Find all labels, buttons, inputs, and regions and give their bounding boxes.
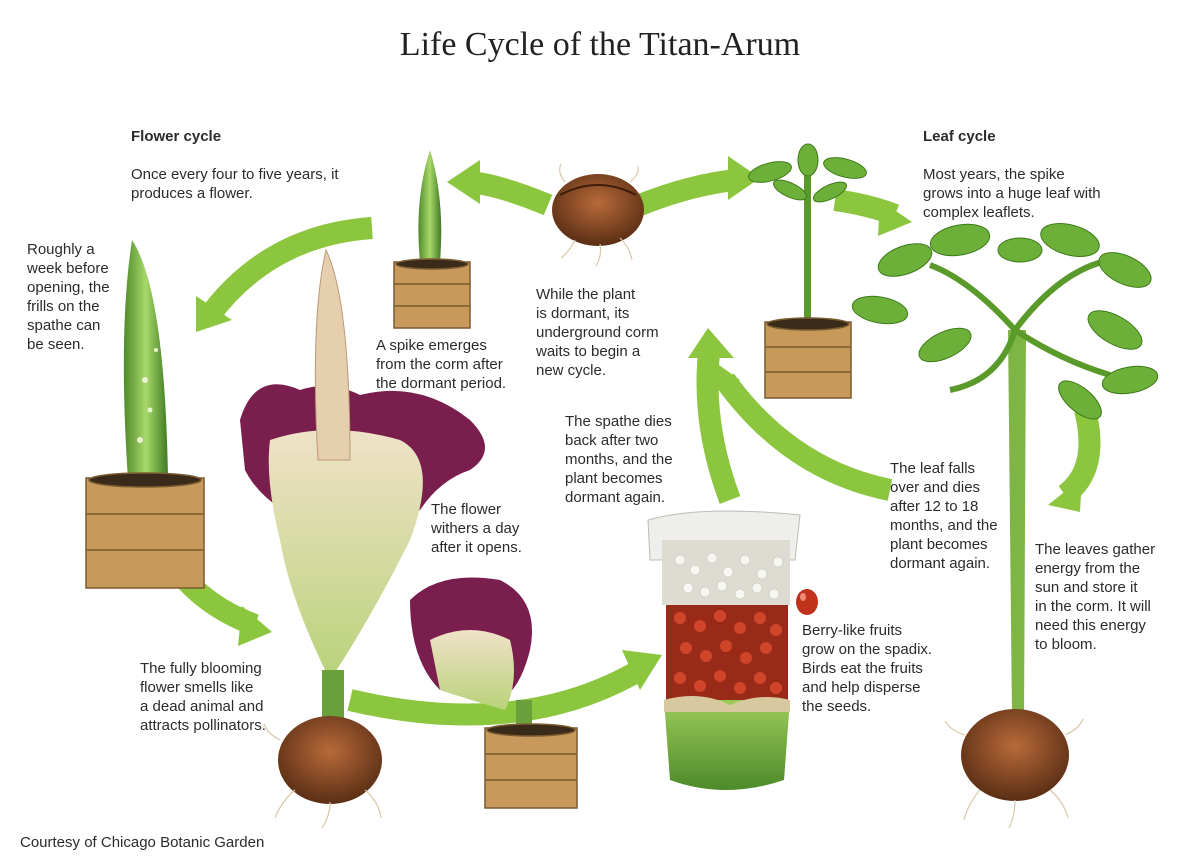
credit-line: Courtesy of Chicago Botanic Garden <box>20 834 265 851</box>
spike-icon <box>418 150 442 262</box>
arrow-to-spike <box>468 171 553 216</box>
planter-box-icon <box>85 472 205 589</box>
caption-spathe-dies: The spathe dies back after two months, a… <box>565 413 673 506</box>
planter-box-icon <box>484 723 578 809</box>
corm-icon <box>944 709 1084 829</box>
caption-energy: The leaves gather energy from the sun an… <box>1035 541 1156 653</box>
corm-icon <box>263 716 382 829</box>
caption-dormant: While the plant is dormant, its undergro… <box>536 286 659 379</box>
arrow-to-fruits <box>347 660 646 726</box>
caption-blooming: The fully blooming flower smells like a … <box>140 660 266 734</box>
planter-box-icon <box>764 317 852 399</box>
flower-cycle-text: Once every four to five years, it produc… <box>131 166 339 202</box>
spike-icon <box>123 240 168 480</box>
diagram-title: Life Cycle of the Titan-Arum <box>399 26 801 63</box>
caption-leaf-falls: The leaf falls over and dies after 12 to… <box>890 460 998 572</box>
leaf-cycle-heading: Leaf cycle <box>923 128 996 145</box>
caption-frills: Roughly a week before opening, the frill… <box>27 241 110 353</box>
caption-spike: A spike emerges from the corm after the … <box>376 337 507 392</box>
arrow-leaf-to-dormant <box>716 373 893 501</box>
titan-arum-bloom-icon <box>240 248 485 730</box>
planter-box-icon <box>393 258 471 329</box>
spadix-fruit-icon <box>647 510 801 790</box>
arrow-up-dormant <box>696 343 741 504</box>
leaf-cycle-block: Leaf cycle Most years, the spike grows i… <box>923 108 1101 222</box>
flower-cycle-heading: Flower cycle <box>131 128 222 145</box>
young-leaf-icon <box>748 143 867 325</box>
flower-cycle-block: Flower cycle Once every four to five yea… <box>131 108 339 203</box>
leaf-cycle-text: Most years, the spike grows into a huge … <box>923 166 1101 221</box>
caption-berries: Berry-like fruits grow on the spadix. Bi… <box>802 622 933 715</box>
cycle-arrows <box>160 169 1101 726</box>
corm-icon <box>552 163 644 267</box>
caption-withers: The flower withers a day after it opens. <box>431 501 522 556</box>
arrow-heads <box>196 156 1082 690</box>
berry-icon <box>796 589 818 615</box>
mature-leaf-icon <box>851 223 1159 720</box>
arrow-to-leaf <box>635 169 737 216</box>
withered-flower-icon <box>410 577 532 730</box>
arrow-to-frills <box>201 217 373 322</box>
